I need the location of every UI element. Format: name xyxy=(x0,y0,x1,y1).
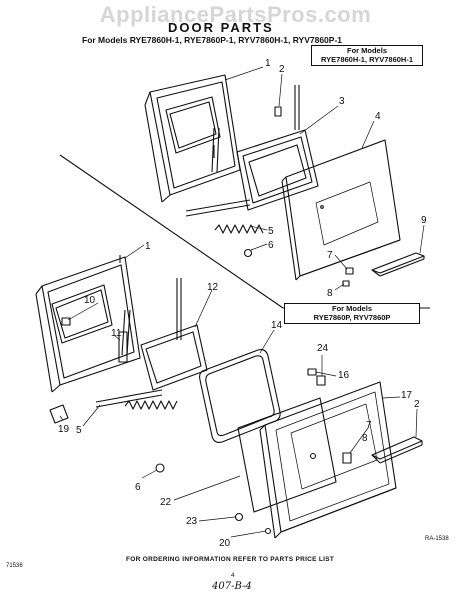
fastener-lower xyxy=(264,527,272,535)
spring-lower xyxy=(124,400,178,410)
page-title: DOOR PARTS xyxy=(168,20,274,35)
callout-u4: 4 xyxy=(375,111,381,122)
screw-upper xyxy=(342,280,350,287)
callout-u5: 5 xyxy=(268,226,274,237)
clip-part-lower xyxy=(49,404,69,424)
inner-door-panel-lower xyxy=(35,255,141,393)
model-box-lower-line2: RYE7860P, RYV7860P xyxy=(313,313,391,322)
handle-upper xyxy=(371,252,425,277)
callout-u2: 2 xyxy=(279,64,285,75)
leader-lines xyxy=(59,66,425,538)
callout-l16: 16 xyxy=(338,370,350,381)
window-glass-lower xyxy=(140,324,208,391)
gasket-lower xyxy=(199,349,281,443)
outer-door-panel-lower xyxy=(259,381,397,539)
divider-line xyxy=(59,154,284,309)
model-box-upper: For Models RYE7860H-1, RYV7860H-1 xyxy=(311,45,423,66)
callout-l6: 6 xyxy=(135,482,141,493)
watermark: AppliancePartsPros.com xyxy=(99,2,372,27)
page-number: 4 xyxy=(231,572,235,579)
callout-u1: 1 xyxy=(265,58,271,69)
callout-l7: 7 xyxy=(366,420,372,431)
callout-l11: 11 xyxy=(111,328,122,339)
callout-u9: 9 xyxy=(421,215,427,226)
callout-l14: 14 xyxy=(271,320,283,331)
hinge-rail-upper xyxy=(185,85,300,217)
bracket-upper xyxy=(345,267,354,275)
model-box-lower-line1: For Models xyxy=(331,304,372,313)
callout-u7: 7 xyxy=(327,250,333,261)
callout-l8: 8 xyxy=(362,433,368,444)
handle-knob-lower xyxy=(342,452,352,464)
callout-l12: 12 xyxy=(207,282,219,293)
callout-l17: 17 xyxy=(401,390,413,401)
models-line: For Models RYE7860H-1, RYE7860P-1, RYV78… xyxy=(82,35,342,45)
outer-door-panel-upper xyxy=(281,139,401,281)
callout-l19: 19 xyxy=(58,424,70,435)
callout-l24: 24 xyxy=(317,343,329,354)
hinge-rail-lower xyxy=(95,278,182,408)
callout-u6: 6 xyxy=(268,240,274,251)
handle-bar-lower xyxy=(371,436,423,464)
clip-top-lower xyxy=(316,375,326,386)
callout-l1: 1 xyxy=(145,241,151,252)
nut-lower xyxy=(155,463,165,473)
callout-l5: 5 xyxy=(76,425,82,436)
nut-upper xyxy=(243,248,253,258)
plug-lower xyxy=(61,317,71,326)
bracket-lower xyxy=(118,331,128,363)
clip-upper xyxy=(274,106,282,117)
drawing-code-right: RA-1538 xyxy=(425,536,449,542)
callout-u8: 8 xyxy=(327,288,333,299)
drawing-code-left: 71536 xyxy=(6,563,23,569)
clip-side-lower xyxy=(307,368,317,376)
callout-l2: 2 xyxy=(414,399,420,410)
callout-l20: 20 xyxy=(219,538,231,549)
model-box-lower: For Models RYE7860P, RYV7860P xyxy=(284,303,420,324)
inner-door-panel-upper xyxy=(144,74,241,203)
model-box-upper-line2: RYE7860H-1, RYV7860H-1 xyxy=(321,55,413,64)
glass-pane-lower xyxy=(237,397,337,513)
handwritten-note: 407-B-4 xyxy=(212,581,252,592)
screw-lower xyxy=(234,512,244,522)
callout-l23: 23 xyxy=(186,516,198,527)
callout-l22: 22 xyxy=(160,497,172,508)
model-box-upper-line1: For Models xyxy=(346,46,387,55)
ordering-note: FOR ORDERING INFORMATION REFER TO PARTS … xyxy=(126,556,335,563)
spring-upper xyxy=(214,224,264,234)
callout-l10: 10 xyxy=(84,295,96,306)
callout-u3: 3 xyxy=(339,96,345,107)
window-glass-upper xyxy=(236,129,319,211)
